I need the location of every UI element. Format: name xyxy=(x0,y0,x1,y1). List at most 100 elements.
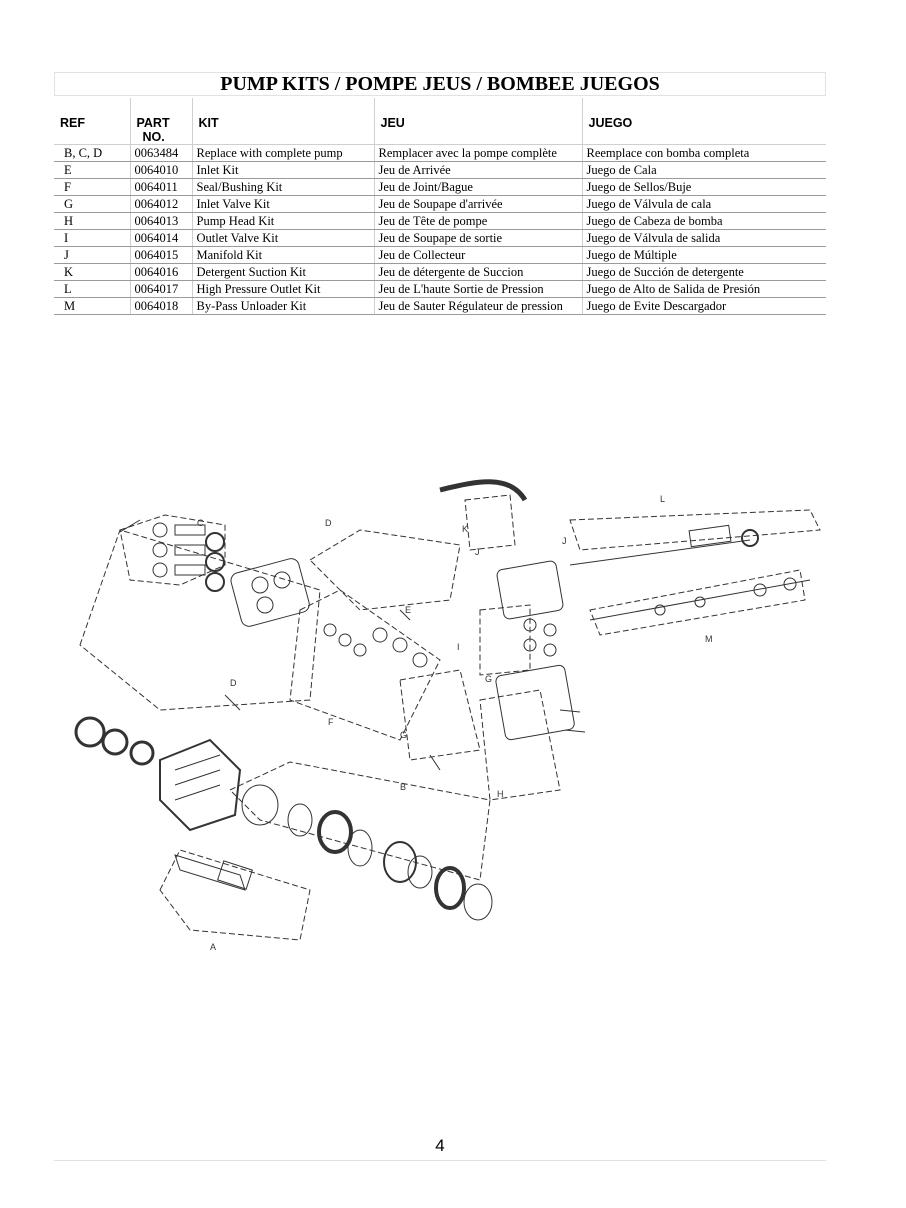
label-l: L xyxy=(660,494,665,504)
cell-ref: F xyxy=(54,178,130,196)
header-juego: JUEGO xyxy=(581,98,826,145)
label-a: A xyxy=(210,942,216,952)
cell-ref: M xyxy=(54,297,130,315)
cell-jeu: Remplacer avec la pompe complète xyxy=(373,144,582,162)
cell-kit: Replace with complete pump xyxy=(191,144,374,162)
kit-l-outline xyxy=(569,509,821,551)
cell-part: 0064015 xyxy=(129,246,192,264)
page-title: PUMP KITS / POMPE JEUS / BOMBEE JUEGOS xyxy=(54,72,826,96)
cell-kit: Inlet Valve Kit xyxy=(191,195,374,213)
cell-kit: High Pressure Outlet Kit xyxy=(191,280,374,298)
drive-shaft xyxy=(174,854,246,891)
kit-b-outline xyxy=(229,761,491,881)
cell-part: 0064010 xyxy=(129,161,192,179)
label-f: F xyxy=(328,717,334,727)
cell-juego: Juego de Válvula de cala xyxy=(581,195,826,213)
label-i: I xyxy=(457,642,460,652)
cell-part: 0064017 xyxy=(129,280,192,298)
kit-m-outline xyxy=(589,569,806,636)
label-j: J xyxy=(562,536,567,546)
kit-e-outline xyxy=(309,529,461,611)
cell-juego: Juego de Válvula de salida xyxy=(581,229,826,247)
cell-jeu: Jeu de Soupape d'arrivée xyxy=(373,195,582,213)
label-g: G xyxy=(485,674,492,684)
manifold xyxy=(496,560,564,620)
kit-f-outline xyxy=(289,589,441,741)
cell-juego: Reemplace con bomba completa xyxy=(581,144,826,162)
header-jeu: JEU xyxy=(373,98,582,145)
cell-juego: Juego de Sellos/Buje xyxy=(581,178,826,196)
cell-ref: B, C, D xyxy=(54,144,130,162)
cell-juego: Juego de Alto de Salida de Presión xyxy=(581,280,826,298)
cell-juego: Juego de Evite Descargador xyxy=(581,297,826,315)
kit-d-outline xyxy=(79,529,321,711)
cell-ref: L xyxy=(54,280,130,298)
header-ref: REF xyxy=(60,116,85,130)
cell-ref: K xyxy=(54,263,130,281)
cell-jeu: Jeu de Tête de pompe xyxy=(373,212,582,230)
cell-part: 0064018 xyxy=(129,297,192,315)
cell-jeu: Jeu de Sauter Régulateur de pression xyxy=(373,297,582,315)
cell-part: 0063484 xyxy=(129,144,192,162)
cell-kit: Inlet Kit xyxy=(191,161,374,179)
cell-ref: E xyxy=(54,161,130,179)
label-d: D xyxy=(230,678,237,688)
footer-divider xyxy=(54,1160,826,1161)
cell-kit: By-Pass Unloader Kit xyxy=(191,297,374,315)
kit-c-outline xyxy=(119,514,226,586)
cell-part: 0064013 xyxy=(129,212,192,230)
cell-kit: Detergent Suction Kit xyxy=(191,263,374,281)
crankcase xyxy=(159,738,242,832)
kit-a-outline xyxy=(159,849,311,941)
valve-block xyxy=(495,664,575,741)
cell-jeu: Jeu de Collecteur xyxy=(373,246,582,264)
label-d: D xyxy=(325,518,332,528)
cell-kit: Seal/Bushing Kit xyxy=(191,178,374,196)
kit-g-outline xyxy=(399,669,481,761)
cell-jeu: Jeu de Soupape de sortie xyxy=(373,229,582,247)
kit-h-outline xyxy=(479,689,561,801)
cell-ref: I xyxy=(54,229,130,247)
label-m: M xyxy=(705,634,713,644)
label-h: H xyxy=(497,789,504,799)
cell-kit: Pump Head Kit xyxy=(191,212,374,230)
pump-exploded-diagram: A B C D D E F G G H I J J K L M xyxy=(74,479,821,952)
cell-jeu: Jeu de détergente de Succion xyxy=(373,263,582,281)
kit-k-outline xyxy=(464,494,516,551)
cell-juego: Juego de Múltiple xyxy=(581,246,826,264)
cell-jeu: Jeu de Joint/Bague xyxy=(373,178,582,196)
label-b: B xyxy=(400,782,406,792)
cell-ref: G xyxy=(54,195,130,213)
label-c: C xyxy=(197,518,204,528)
cell-kit: Outlet Valve Kit xyxy=(191,229,374,247)
kit-i-outline xyxy=(479,604,531,676)
cell-part: 0064012 xyxy=(129,195,192,213)
cell-juego: Juego de Succión de detergente xyxy=(581,263,826,281)
cell-juego: Juego de Cabeza de bomba xyxy=(581,212,826,230)
label-j: J xyxy=(475,547,480,557)
detergent-hose xyxy=(439,479,528,502)
page-number: 4 xyxy=(435,1136,445,1155)
label-g: G xyxy=(400,730,407,740)
label-k: K xyxy=(462,524,468,534)
label-e: E xyxy=(405,605,411,615)
cell-ref: H xyxy=(54,212,130,230)
cell-jeu: Jeu de L'haute Sortie de Pression xyxy=(373,280,582,298)
cell-juego: Juego de Cala xyxy=(581,161,826,179)
cell-part: 0064011 xyxy=(129,178,192,196)
cell-ref: J xyxy=(54,246,130,264)
header-kit: KIT xyxy=(191,98,374,145)
pump-head xyxy=(230,558,310,627)
